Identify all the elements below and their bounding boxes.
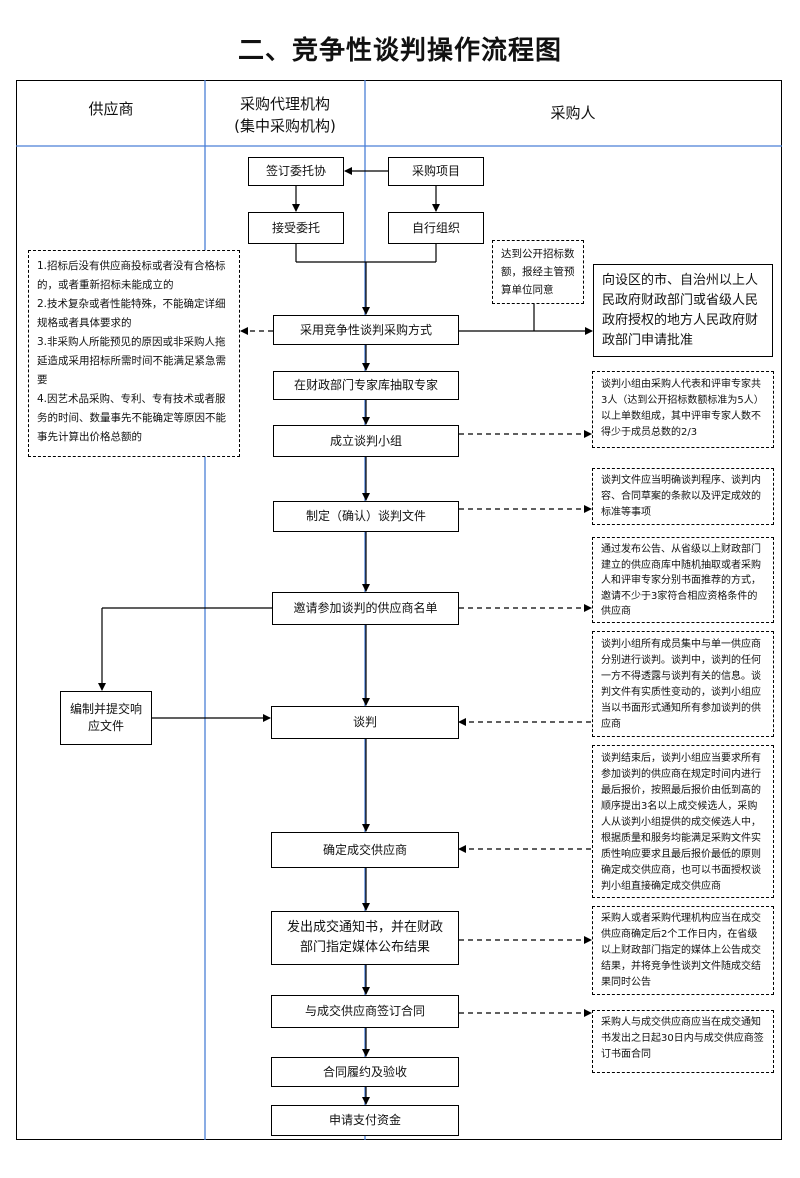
- column-header-agency-line1: 采购代理机构: [239, 95, 330, 113]
- step-purchase-project: 采购项目: [388, 157, 484, 186]
- step-prepare-response: 编制并提交响应文件: [60, 691, 152, 745]
- column-header-purchaser: 采购人: [550, 104, 596, 122]
- note-docs-content: 谈判文件应当明确谈判程序、谈判内容、合同草案的条款以及评定成效的标准等事项: [592, 468, 774, 525]
- note-invite-method: 通过发布公告、从省级以上财政部门建立的供应商库中随机抽取或者采购人和评审专家分别…: [592, 537, 774, 623]
- note-negotiate-rules: 谈判小组所有成员集中与单一供应商分别进行谈判。谈判中，谈判的任何一方不得透露与谈…: [592, 631, 774, 737]
- note-condition-item: 1.招标后没有供应商投标或者没有合格标的，或者重新招标未能成立的: [37, 260, 226, 291]
- step-extract-experts: 在财政部门专家库抽取专家: [273, 371, 459, 400]
- note-notice-rules: 采购人或者采购代理机构应当在成交供应商确定后2个工作日内，在省级以上财政部门指定…: [592, 906, 774, 995]
- column-header-agency-line2: (集中采购机构): [234, 117, 336, 135]
- step-sign-entrust: 签订委托协: [248, 157, 344, 186]
- note-threshold: 达到公开招标数额，报经主管预算单位同意: [492, 240, 584, 304]
- note-determine-rules: 谈判结束后，谈判小组应当要求所有参加谈判的供应商在规定时间内进行最后报价，按照最…: [592, 745, 774, 898]
- note-group-composition: 谈判小组由采购人代表和评审专家共3人（达到公开招标数额标准为5人）以上单数组成，…: [592, 371, 774, 448]
- note-condition-item: 4.因艺术品采购、专利、专有技术或者服务的时间、数量事先不能确定等原因不能事先计…: [37, 393, 226, 443]
- step-apply-approval: 向设区的市、自治州以上人民政府财政部门或省级人民政府授权的地方人民政府财政部门申…: [593, 264, 773, 357]
- step-self-organize: 自行组织: [388, 212, 484, 244]
- note-left-conditions: 1.招标后没有供应商投标或者没有合格标的，或者重新招标未能成立的 2.技术复杂或…: [28, 250, 240, 457]
- step-determine-supplier: 确定成交供应商: [271, 832, 459, 868]
- column-header-agency: 采购代理机构 (集中采购机构): [206, 93, 364, 137]
- note-condition-item: 2.技术复杂或者性能特殊，不能确定详细规格或者具体要求的: [37, 298, 226, 329]
- step-invite-list: 邀请参加谈判的供应商名单: [272, 592, 459, 625]
- note-condition-item: 3.非采购人所能预见的原因或非采购人拖延造成采用招标所需时间不能满足紧急需要: [37, 336, 226, 386]
- step-apply-payment: 申请支付资金: [271, 1105, 459, 1136]
- note-contract-rules: 采购人与成交供应商应当在成交通知书发出之日起30日内与成交供应商签订书面合同: [592, 1010, 774, 1073]
- step-negotiate: 谈判: [271, 706, 459, 739]
- page-title: 二、竞争性谈判操作流程图: [237, 36, 562, 66]
- step-form-group: 成立谈判小组: [273, 425, 459, 457]
- step-accept-entrust: 接受委托: [248, 212, 344, 244]
- step-make-docs: 制定（确认）谈判文件: [273, 501, 459, 532]
- step-adopt-method: 采用竞争性谈判采购方式: [273, 315, 459, 345]
- step-sign-contract: 与成交供应商签订合同: [271, 995, 459, 1028]
- step-perform-accept: 合同履约及验收: [271, 1057, 459, 1087]
- swimlane-frame: [16, 80, 782, 1140]
- column-header-supplier: 供应商: [88, 100, 134, 118]
- step-issue-notice: 发出成交通知书，并在财政部门指定媒体公布结果: [271, 911, 459, 965]
